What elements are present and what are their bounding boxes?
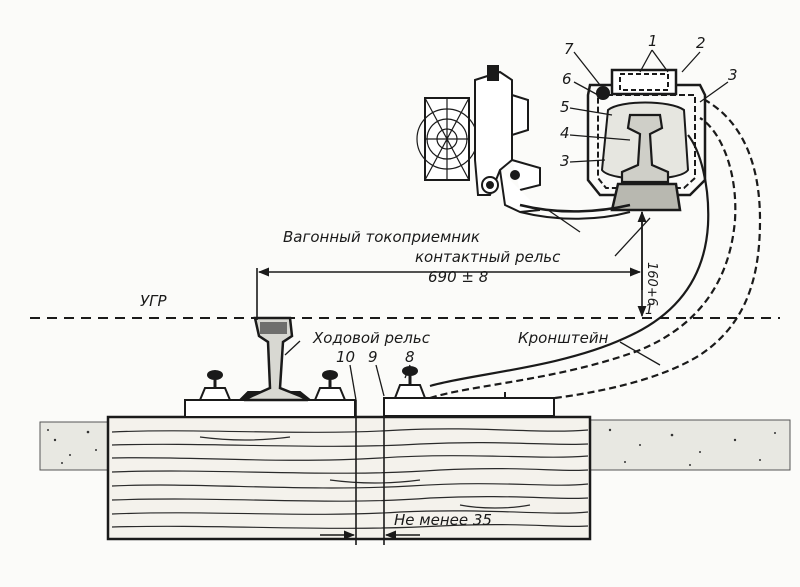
label-running-rail: Ходовой рельс — [312, 329, 431, 347]
label-dimension-horizontal: 690 ± 8 — [428, 268, 488, 286]
callout-2: 2 — [696, 34, 706, 52]
label-bracket: Кронштейн — [518, 329, 609, 347]
running-rail — [243, 316, 309, 402]
callout-ugr-mark: 1 — [645, 303, 653, 318]
label-current-collector: Вагонный токоприемник — [283, 228, 480, 246]
label-dimension-vertical: 160+6 — [644, 262, 659, 306]
contact-rail-assembly — [586, 68, 707, 212]
callout-1: 1 — [648, 32, 658, 50]
label-ugr: УГР — [140, 292, 167, 310]
wooden-sleeper — [106, 415, 592, 541]
label-min-distance: Не менее 35 — [394, 511, 492, 529]
current-collector — [416, 65, 631, 220]
callout-6: 6 — [562, 70, 572, 88]
dimension-min-35 — [320, 400, 420, 545]
label-contact-rail: контактный рельс — [415, 248, 561, 266]
callout-8: 8 — [405, 348, 415, 366]
callout-5: 5 — [560, 98, 570, 116]
callout-3-right: 3 — [728, 66, 738, 84]
callout-3-left: 3 — [560, 152, 570, 170]
callout-4: 4 — [560, 124, 570, 142]
bracket-base — [383, 366, 555, 417]
callout-9: 9 — [368, 348, 378, 366]
leader-lines — [284, 49, 729, 401]
bracket-arm — [429, 99, 762, 400]
callout-10: 10 — [336, 348, 355, 366]
callout-7: 7 — [564, 40, 574, 58]
